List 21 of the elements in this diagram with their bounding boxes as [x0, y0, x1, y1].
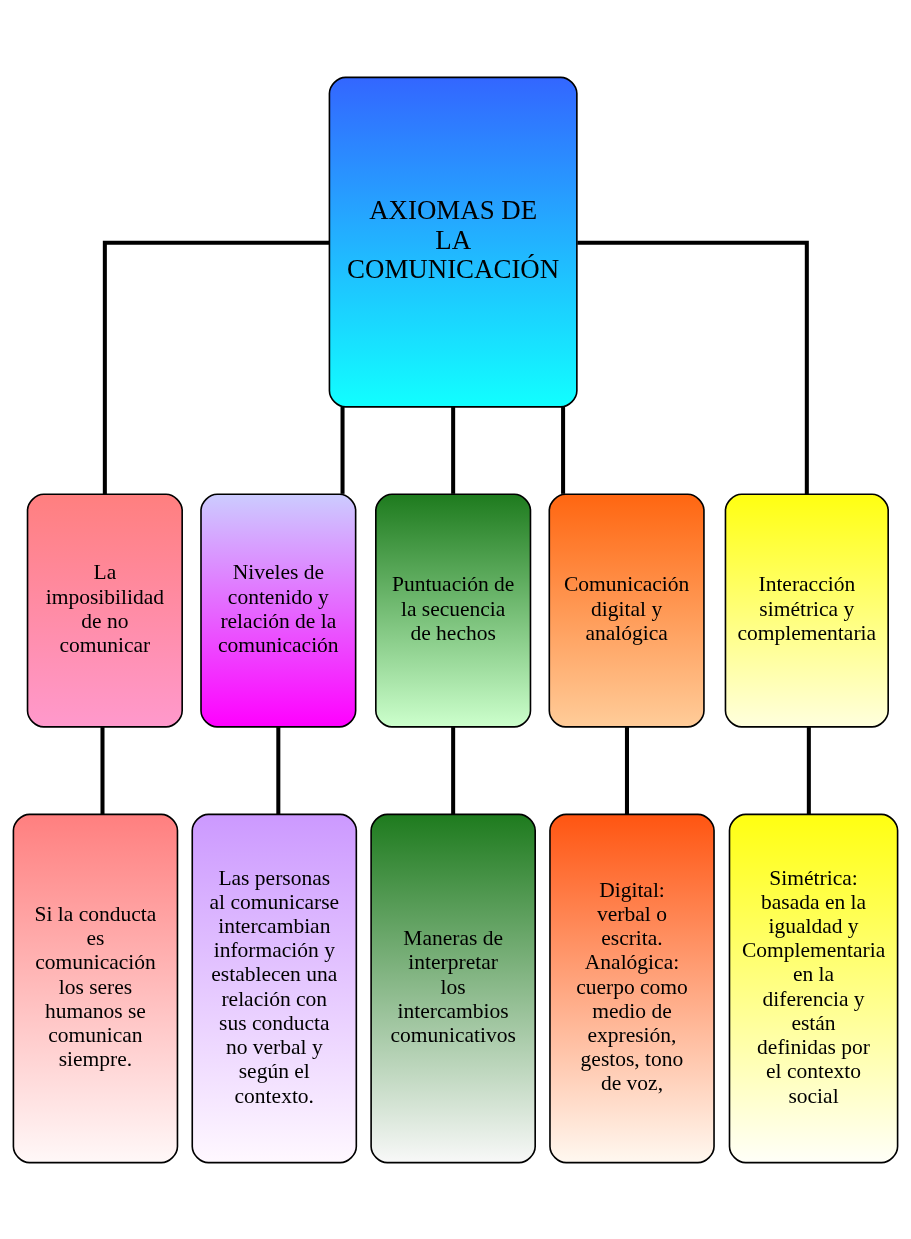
node-box: Puntuación de la secuencia de hechos — [375, 492, 532, 728]
connector — [276, 726, 281, 814]
connector — [806, 726, 811, 814]
node-box: Comunicación digital y analógica — [548, 492, 705, 728]
node-box: Interacción simétrica y complementaria — [724, 492, 889, 728]
node-box: Las personas al comunicarse intercambian información y establecen una relación con sus conducta no verbal y según el contexto. — [191, 813, 358, 1163]
node-box: AXIOMAS DE LA COMUNICACIÓN — [328, 76, 578, 408]
node-box: Niveles de contenido y relación de la comunicación — [200, 492, 357, 728]
connector — [624, 726, 629, 814]
node-box: La imposibilidad de no comunicar — [26, 492, 183, 728]
connector — [451, 726, 456, 814]
node-box: Si la conducta es comunicación los seres humanos se comunican siempre. — [12, 813, 179, 1163]
connector — [102, 240, 330, 494]
connector — [561, 406, 566, 494]
node-box: Digital: verbal o escrita. Analógica: cuerpo como medio de expresión, gestos, tono de voz, — [549, 813, 715, 1163]
connector — [340, 406, 345, 494]
connector — [451, 406, 456, 494]
node-box: Maneras de interpretar los intercambios comunicativos — [370, 813, 536, 1163]
node-box: Simétrica: basada en la igualdad y Complementaria en la diferencia y están definidas por el contexto social — [728, 813, 899, 1163]
connector — [577, 240, 809, 494]
connector — [100, 726, 105, 814]
